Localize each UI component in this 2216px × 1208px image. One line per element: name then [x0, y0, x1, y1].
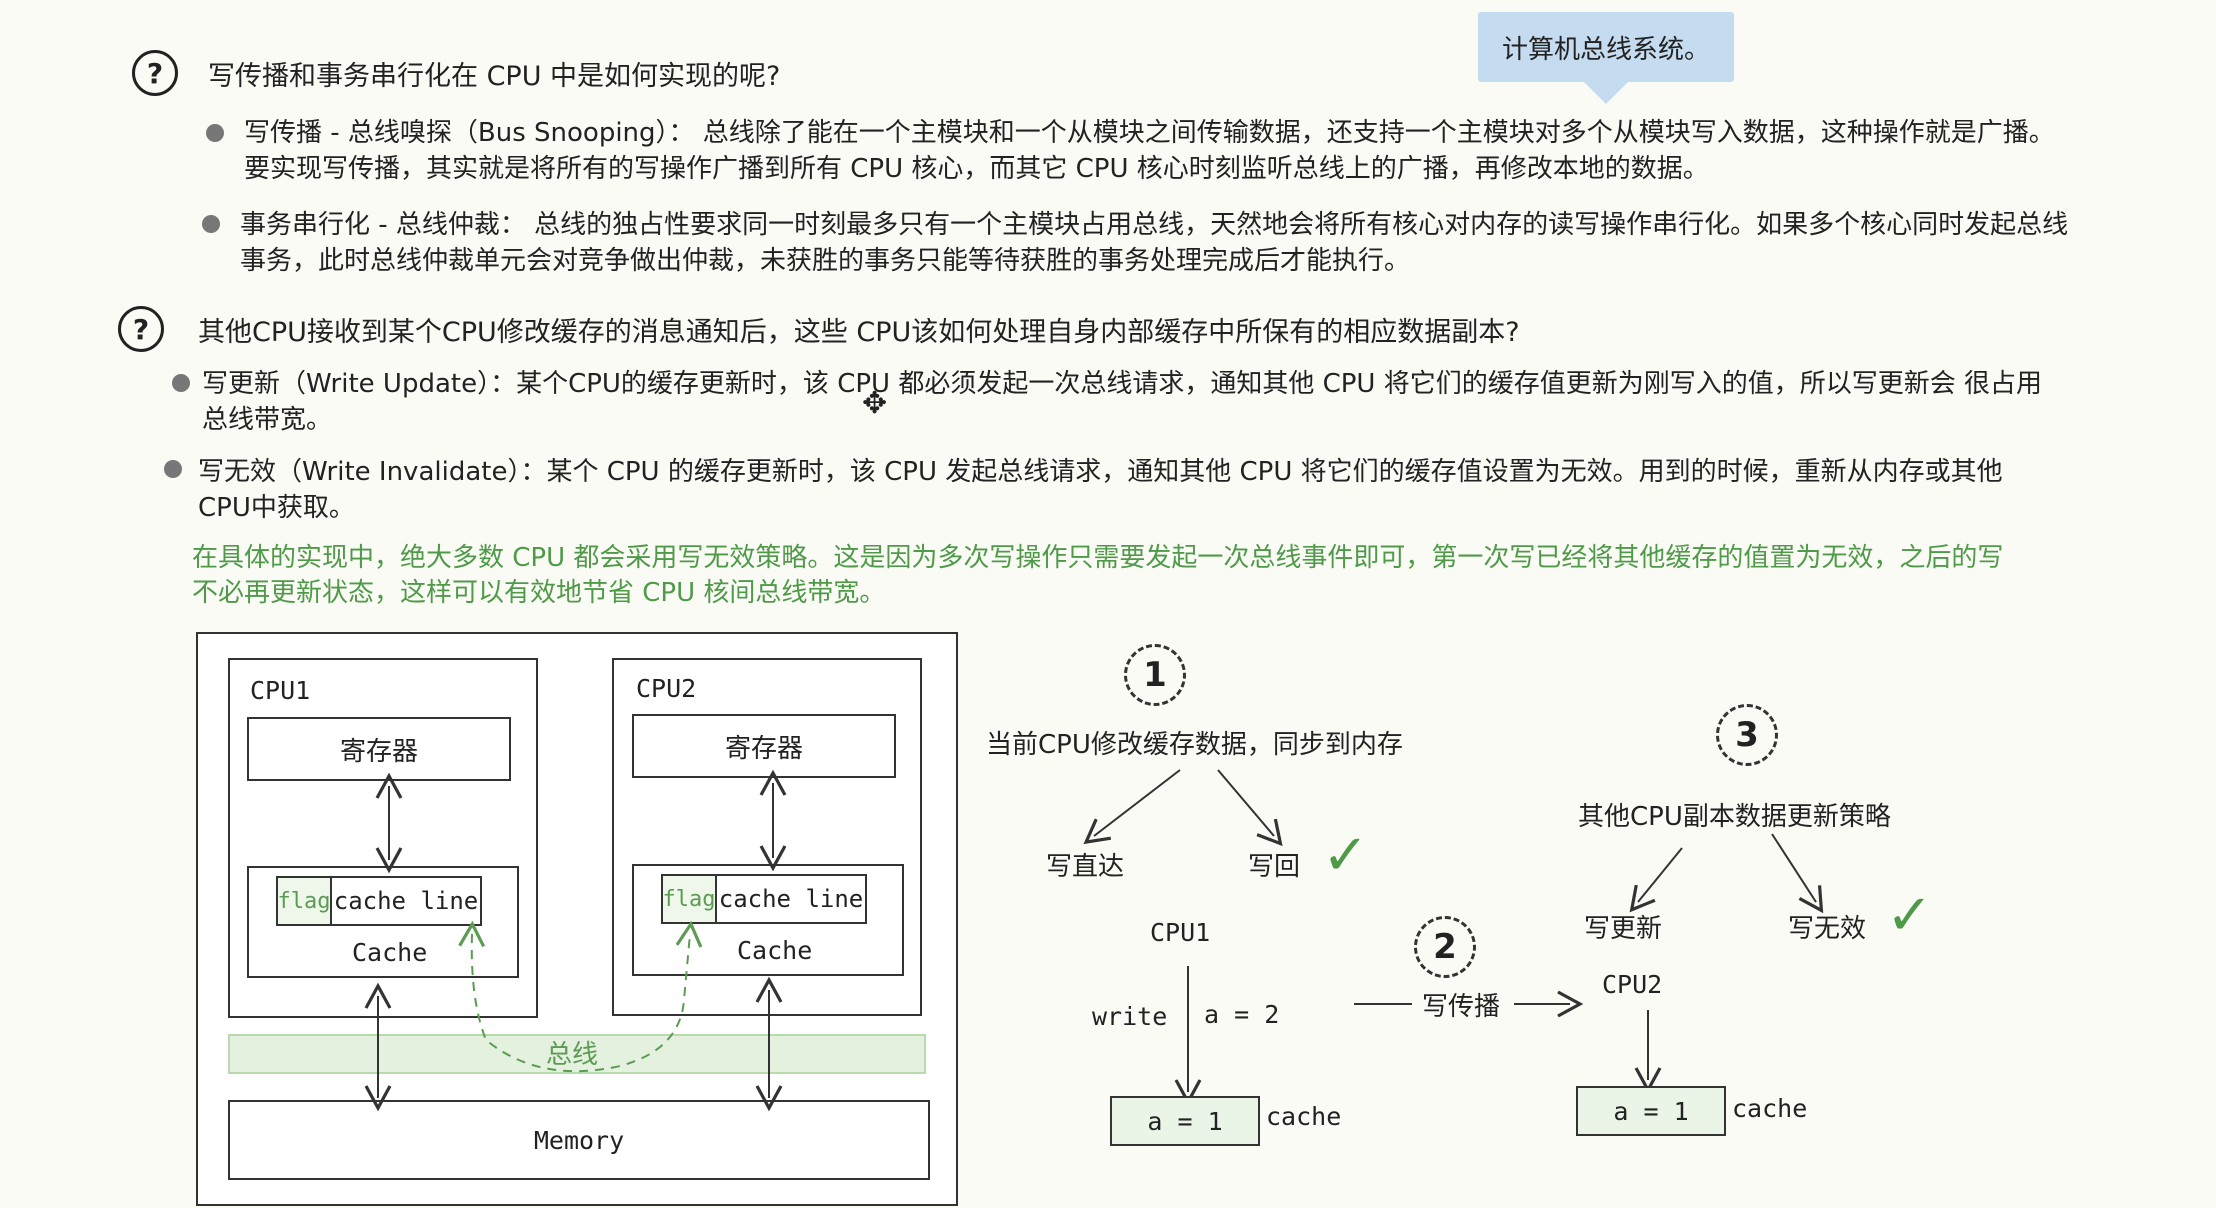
- question-2-text: 其他CPU接收到某个CPU修改缓存的消息通知后，这些 CPU该如何处理自身内部缓…: [198, 317, 1520, 348]
- register-label: 寄存器: [724, 733, 803, 764]
- write-through-label: 写直达: [1046, 852, 1125, 882]
- to-write-update-arrow: [1629, 847, 1683, 913]
- cpu2-register: 寄存器: [632, 714, 896, 778]
- cpu1-cache-label-right: cache: [1266, 1102, 1342, 1131]
- write-invalidate-label: 写无效: [1788, 914, 1867, 944]
- propagate-label: 写传播: [1422, 992, 1501, 1022]
- cpu1-cache-line-cell: cache line: [330, 876, 482, 926]
- step-1-badge: 1: [1124, 644, 1186, 706]
- cpu2-cache-label: Cache: [737, 936, 813, 965]
- to-write-invalidate-arrow: [1771, 833, 1824, 914]
- bullet-dot: [164, 460, 182, 478]
- step-1-text: 当前CPU修改缓存数据，同步到内存: [986, 730, 1403, 760]
- memory-label: Memory: [533, 1125, 625, 1155]
- check-icon: ✓: [1322, 823, 1369, 888]
- cpu2-label: CPU2: [636, 674, 697, 703]
- write-update-label: 写更新: [1584, 914, 1663, 944]
- cpu1-flag-cell: flag: [276, 876, 332, 926]
- to-write-through-arrow: [1083, 769, 1181, 845]
- bus-label: 总线: [546, 1040, 599, 1070]
- assign-label: a = 2: [1204, 1000, 1280, 1029]
- memory-box: Memory: [228, 1100, 930, 1180]
- tooltip-tail: [1584, 82, 1628, 104]
- question-icon: ?: [132, 50, 178, 96]
- bullet-dot: [206, 124, 224, 142]
- write-label: write: [1092, 1002, 1168, 1031]
- register-label: 寄存器: [339, 736, 418, 767]
- cpu2-cache-line-cell: cache line: [715, 874, 867, 924]
- step-3-badge: 3: [1716, 704, 1778, 766]
- check-icon: ✓: [1886, 883, 1933, 948]
- bullet-dot: [202, 215, 220, 233]
- cpu2-label-right: CPU2: [1602, 970, 1663, 999]
- cpu2-flag-cell: flag: [661, 874, 717, 924]
- bus-snoop-path: [458, 920, 703, 1073]
- bullet-write-invalidate: 写无效（Write Invalidate）：某个 CPU 的缓存更新时，该 CP…: [198, 457, 2003, 523]
- to-write-back-arrow: [1217, 769, 1283, 847]
- step-3-text: 其他CPU副本数据更新策略: [1578, 802, 1891, 832]
- step-2-badge: 2: [1414, 916, 1476, 978]
- tooltip-text: 计算机总线系统。: [1501, 34, 1710, 65]
- cpu1-cache-value: a = 1: [1110, 1096, 1260, 1146]
- bullet-transaction-serialization: 事务串行化 - 总线仲裁： 总线的独占性要求同一时刻最多只有一个主模块占用总线，…: [240, 210, 2069, 276]
- bus-band: [228, 1034, 926, 1074]
- write-back-label: 写回: [1248, 852, 1301, 882]
- cpu2-cache-label-right: cache: [1732, 1094, 1808, 1123]
- bullet-write-propagation: 写传播 - 总线嗅探（Bus Snooping）： 总线除了能在一个主模块和一个…: [244, 118, 2055, 184]
- question-1-text: 写传播和事务串行化在 CPU 中是如何实现的呢?: [208, 61, 781, 92]
- move-cursor-icon: ✥: [862, 386, 888, 421]
- bullet-dot: [172, 374, 190, 392]
- cpu1-cache-label: Cache: [352, 938, 428, 967]
- question-icon: ?: [118, 306, 164, 352]
- cpu1-label-right: CPU1: [1150, 918, 1211, 947]
- tooltip: 计算机总线系统。: [1478, 12, 1734, 82]
- cpu2-cache-value: a = 1: [1576, 1086, 1726, 1136]
- bullet-write-update: 写更新（Write Update）：某个CPU的缓存更新时，该 CPU 都必须发…: [202, 369, 2042, 435]
- cpu1-label: CPU1: [250, 676, 311, 705]
- green-note: 在具体的实现中，绝大多数 CPU 都会采用写无效策略。这是因为多次写操作只需要发…: [192, 543, 2004, 608]
